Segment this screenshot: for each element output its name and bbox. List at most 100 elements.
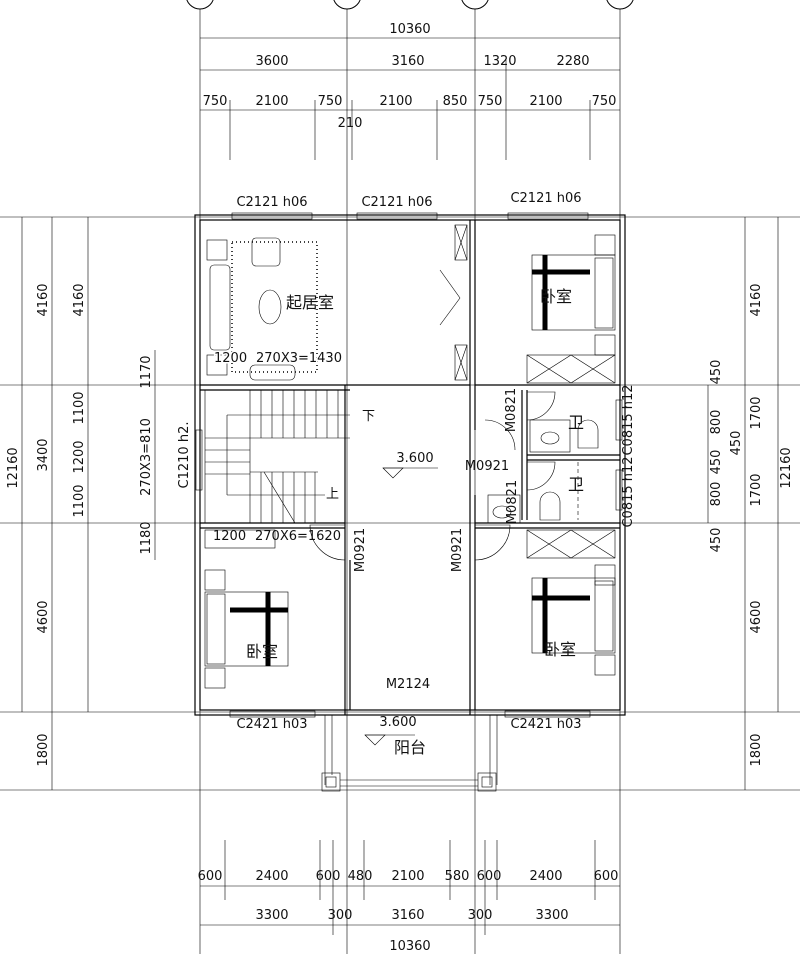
dim: 3300: [535, 908, 568, 923]
level-label: 3.600: [379, 715, 416, 730]
right-dimensions: 12160 4160 1700 1700 4600 1800 450 800 4…: [709, 283, 794, 766]
dim: 3300: [255, 908, 288, 923]
dim: 300: [328, 908, 353, 923]
door-label: M0921: [353, 528, 368, 572]
door-swing: [309, 524, 346, 561]
grid-lines: [0, 9, 800, 954]
door-label: M2124: [386, 677, 430, 692]
bed: [531, 254, 616, 331]
armchair: [251, 237, 281, 267]
dim-total-left: 12160: [6, 447, 21, 488]
opening-labels: C2121 h06 C2121 h06 C2121 h06 C2421 h03 …: [236, 191, 636, 732]
door-swing: [526, 461, 556, 491]
stair-labels: 下 上 270X3=1430 1200 270X6=1620 1200: [213, 350, 376, 545]
nightstand: [594, 334, 616, 356]
dim: 1200: [72, 440, 87, 473]
door-label: M0821: [505, 480, 520, 524]
sink: [492, 505, 512, 519]
dim: 3600: [255, 54, 288, 69]
toilet: [577, 419, 599, 449]
dim: 750: [478, 94, 503, 109]
sink: [540, 431, 560, 445]
door-label: M0921: [450, 528, 465, 572]
window-label: C1210 h2.: [177, 422, 192, 489]
stair-dim: 1200: [214, 351, 247, 366]
axis-bubble-3: [461, 0, 489, 10]
level-label: 3.600: [396, 451, 433, 466]
dim: 750: [203, 94, 228, 109]
dim: 4160: [36, 283, 51, 316]
axis-bubbles: [186, 0, 634, 10]
dim: 480: [348, 869, 373, 884]
bed: [204, 591, 289, 667]
side-table: [206, 239, 228, 261]
sofa: [209, 264, 231, 351]
window-label: C2121 h06: [510, 191, 581, 206]
dim: 1800: [36, 733, 51, 766]
dim: 300: [468, 908, 493, 923]
dim: 600: [477, 869, 502, 884]
dim: 2400: [255, 869, 288, 884]
bottom-dimensions: 600 2400 600 480 2100 580 600 2400 600 3…: [198, 869, 619, 954]
dim: 600: [316, 869, 341, 884]
room-label-living: 起居室: [286, 293, 334, 312]
furniture: [204, 234, 616, 689]
dim: 1100: [72, 391, 87, 424]
dim: 1800: [749, 733, 764, 766]
dim-total-top: 10360: [389, 22, 430, 37]
door-label: M0921: [465, 459, 509, 474]
bed: [531, 577, 616, 654]
dim: 750: [318, 94, 343, 109]
room-label-bath: 卫: [568, 413, 584, 432]
dim: 1180: [139, 521, 154, 554]
dim: 2100: [529, 94, 562, 109]
axis-bubble-4: [606, 0, 634, 10]
dim: 4600: [36, 600, 51, 633]
dim: 450: [709, 360, 724, 385]
dim: 2100: [379, 94, 412, 109]
dim: 450: [709, 450, 724, 475]
dim: 600: [198, 869, 223, 884]
dim-total-bottom: 10360: [389, 939, 430, 954]
dim: 1700: [749, 473, 764, 506]
dim: 1100: [72, 484, 87, 517]
dim: 850: [443, 94, 468, 109]
nightstand: [594, 564, 616, 586]
dim: 580: [445, 869, 470, 884]
dim-total-right: 12160: [779, 447, 794, 488]
dim: 750: [592, 94, 617, 109]
window-label: C2121 h06: [361, 195, 432, 210]
window-label: C0815 h12: [621, 456, 636, 527]
nightstand: [204, 667, 226, 689]
dim: 4160: [749, 283, 764, 316]
room-label-bath: 卫: [568, 475, 584, 494]
dim: 3160: [391, 54, 424, 69]
stair-up-label: 上: [326, 487, 339, 502]
top-dimensions: 10360 3600 3160 1320 2280 750 2100 750 2…: [203, 22, 617, 131]
dim: 3400: [36, 438, 51, 471]
toilet: [539, 491, 561, 521]
window-label: C2121 h06: [236, 195, 307, 210]
stair-down-label: 下: [362, 409, 375, 424]
door-swing: [474, 524, 511, 561]
door-label: M0821: [504, 388, 519, 432]
balcony: [321, 467, 498, 792]
dim: 2400: [529, 869, 562, 884]
dim: 450: [709, 528, 724, 553]
stair-dim: 270X3=1430: [256, 351, 342, 366]
room-label-balcony: 阳台: [394, 738, 426, 757]
dim: 2100: [391, 869, 424, 884]
dim: 1700: [749, 396, 764, 429]
rug: [231, 241, 318, 373]
dim: 1170: [139, 355, 154, 388]
dim: 3160: [391, 908, 424, 923]
window-label: C2421 h03: [510, 717, 581, 732]
left-dimensions: 12160 4160 3400 4600 1800 4160 1100 1200…: [6, 283, 192, 766]
dim: 4160: [72, 283, 87, 316]
stair-dim: 270X6=1620: [255, 529, 341, 544]
axis-bubble-1: [186, 0, 214, 10]
dim: 600: [594, 869, 619, 884]
dim: 2280: [556, 54, 589, 69]
tv-cabinet: [249, 364, 296, 381]
